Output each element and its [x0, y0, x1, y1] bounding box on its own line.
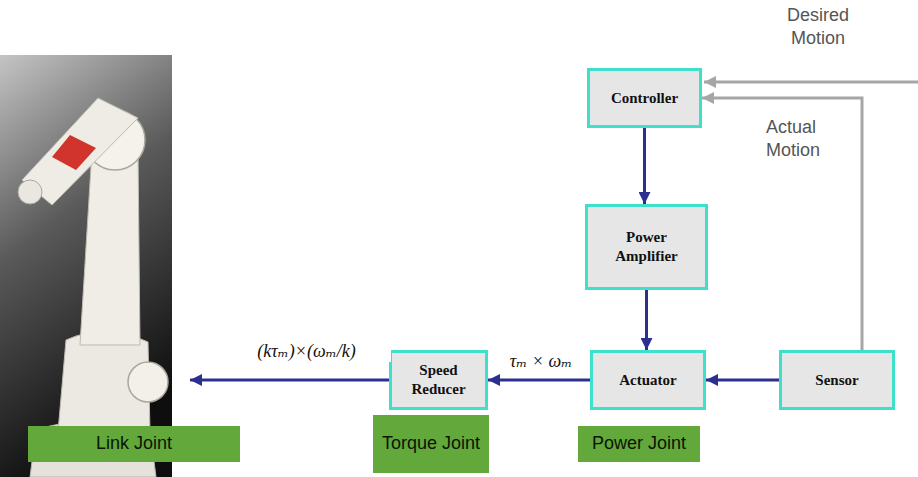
robot-link-joint — [128, 362, 168, 402]
process-box: Speed Reducer — [389, 350, 488, 410]
process-box: Controller — [587, 68, 702, 128]
robot-decal — [52, 135, 96, 170]
connector-arrow — [702, 98, 862, 350]
connector-arrow — [643, 128, 646, 204]
signal-label: Actual Motion — [766, 116, 851, 163]
joint-tag: Power Joint — [578, 426, 700, 462]
node-text: Speed Reducer — [398, 361, 479, 399]
photo-background — [0, 55, 172, 477]
node-text: Power Joint — [592, 433, 686, 455]
joint-tag: Link Joint — [28, 426, 240, 462]
process-box: Sensor — [779, 350, 895, 410]
connector-arrow — [488, 379, 590, 382]
joint-tag: Torque Joint — [373, 415, 489, 473]
robot-photo — [0, 55, 172, 477]
output-arrow — [190, 379, 391, 382]
node-text: Actuator — [619, 371, 676, 390]
formula-label: (kτₘ)×(ωₘ/k) — [222, 340, 391, 362]
node-text: Controller — [611, 89, 678, 108]
process-box: Power Amplifier — [585, 204, 708, 290]
node-text: Sensor — [815, 371, 858, 390]
signal-label: Desired Motion — [768, 4, 868, 51]
node-text: Torque Joint — [382, 433, 480, 455]
node-text: Link Joint — [96, 433, 172, 455]
connector-arrow — [706, 379, 779, 382]
robot-wrist — [18, 180, 42, 204]
connector-arrow — [645, 290, 648, 350]
formula-label: τₘ × ωₘ — [492, 350, 590, 372]
robot-upper-arm — [80, 150, 140, 345]
desired-motion-arrow — [704, 81, 918, 84]
process-box: Actuator — [590, 350, 706, 410]
node-text: Power Amplifier — [594, 228, 699, 266]
